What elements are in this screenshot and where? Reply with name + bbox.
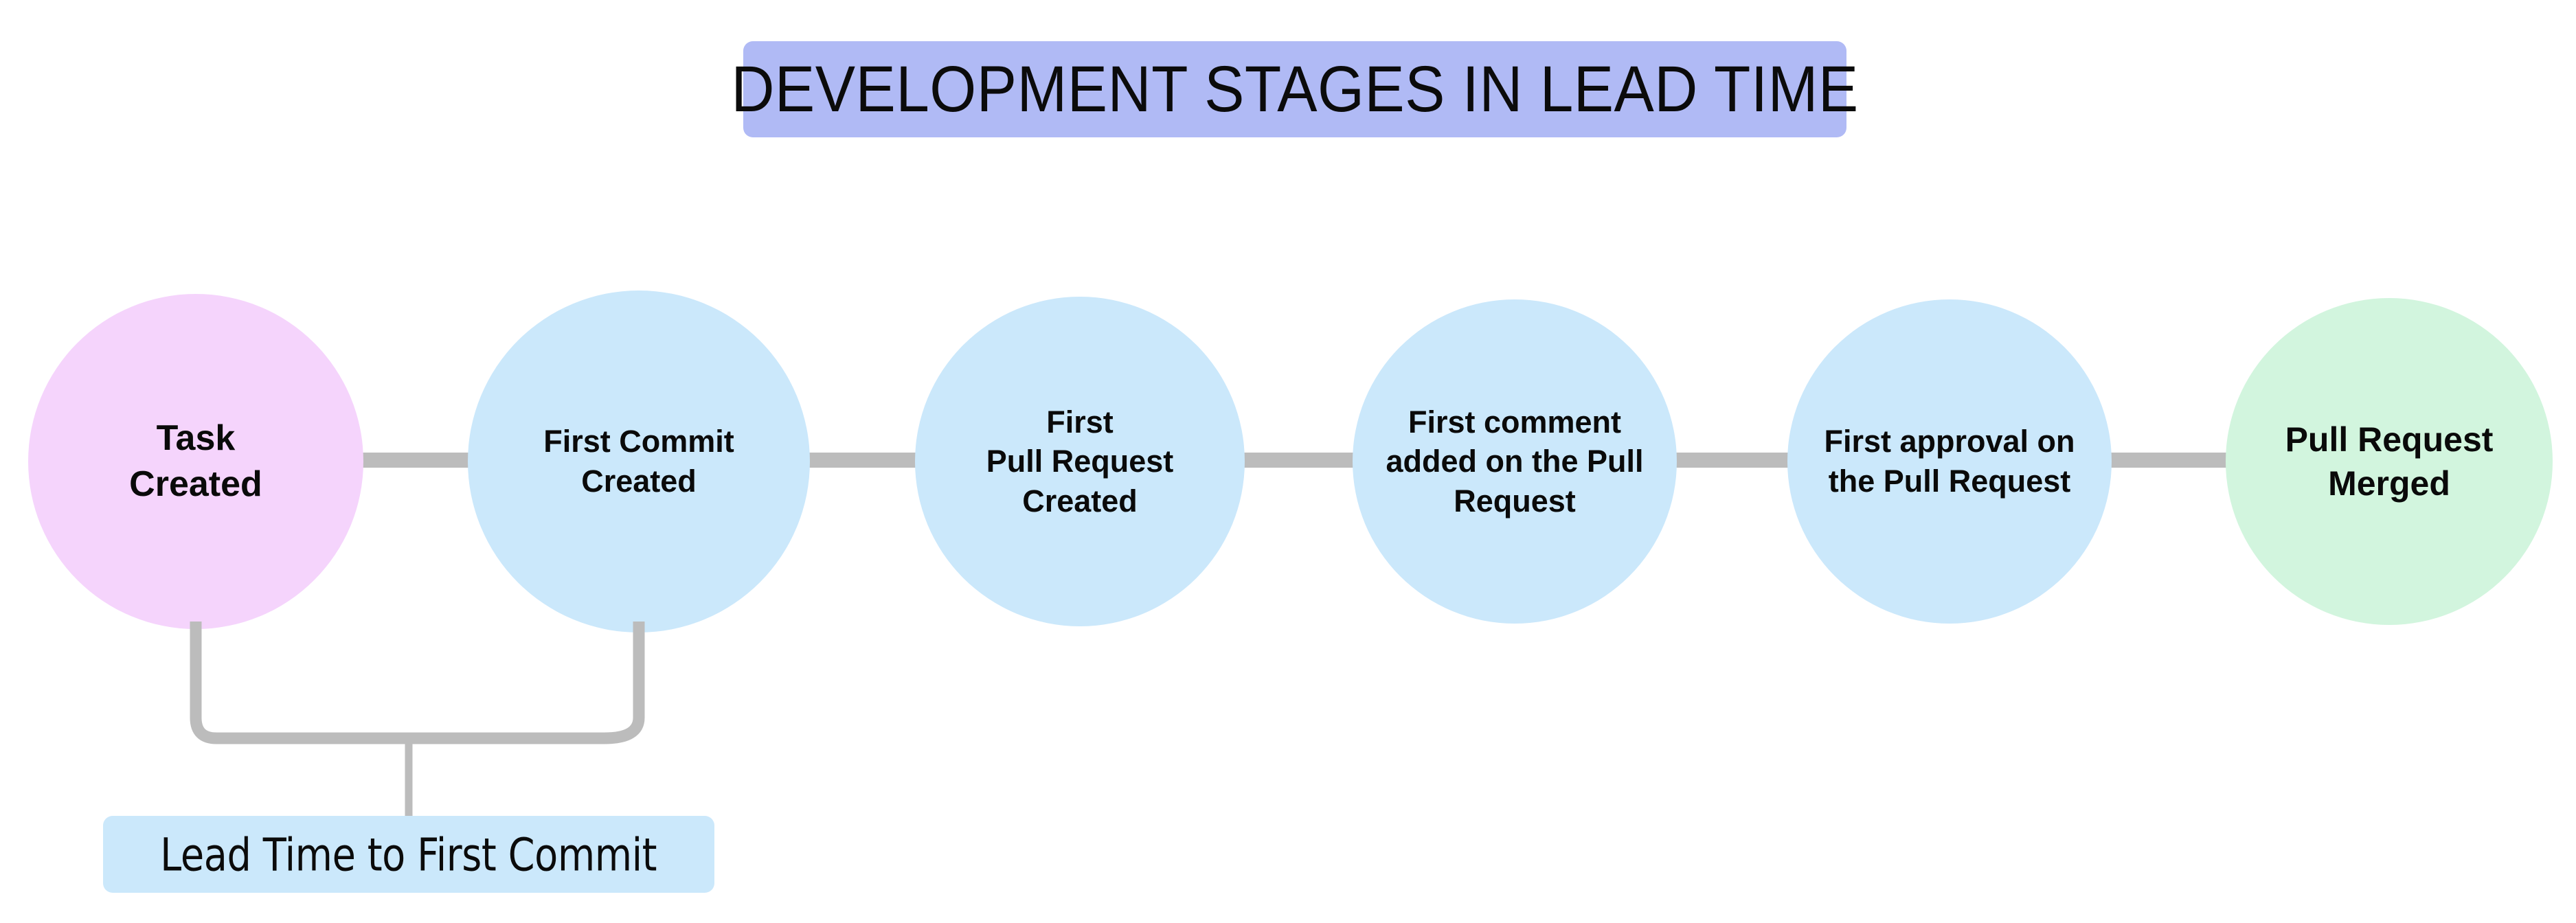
stage-label-first-pull-request-created: First Pull Request Created xyxy=(986,404,1174,519)
lead-time-label-text: Lead Time to First Commit xyxy=(160,828,657,881)
bracket-path xyxy=(190,622,645,744)
stage-label-first-commit-created: First Commit Created xyxy=(543,424,734,499)
stage-label-task-created: Task Created xyxy=(129,418,262,504)
lead-time-label-box[interactable]: Lead Time to First Commit xyxy=(103,816,714,893)
stage-node-first-pull-request-created[interactable]: First Pull Request Created xyxy=(915,297,1245,626)
stage-label-pull-request-merged: Pull Request Merged xyxy=(2285,420,2494,503)
connector-approval-to-merged xyxy=(2109,453,2227,468)
connector-first-commit-to-first-pr xyxy=(807,453,918,468)
connector-first-pr-to-first-comment xyxy=(1242,453,1355,468)
lead-time-bracket xyxy=(190,622,645,817)
stage-node-first-commit-created[interactable]: First Commit Created xyxy=(468,290,810,633)
diagram-title-banner: DEVELOPMENT STAGES IN LEAD TIME xyxy=(731,41,1858,137)
stage-label-first-comment-added: First comment added on the Pull Request xyxy=(1386,404,1644,519)
stage-node-pull-request-merged[interactable]: Pull Request Merged xyxy=(2226,298,2553,625)
connector-task-to-first-commit xyxy=(361,453,471,468)
stage-node-task-created[interactable]: Task Created xyxy=(28,294,363,629)
connector-first-comment-to-approval xyxy=(1675,453,1790,468)
stage-node-first-approval[interactable]: First approval on the Pull Request xyxy=(1787,299,2112,624)
stage-label-first-approval: First approval on the Pull Request xyxy=(1824,424,2075,499)
stage-node-first-comment-added[interactable]: First comment added on the Pull Request xyxy=(1353,299,1677,624)
page-title: DEVELOPMENT STAGES IN LEAD TIME xyxy=(731,52,1859,126)
